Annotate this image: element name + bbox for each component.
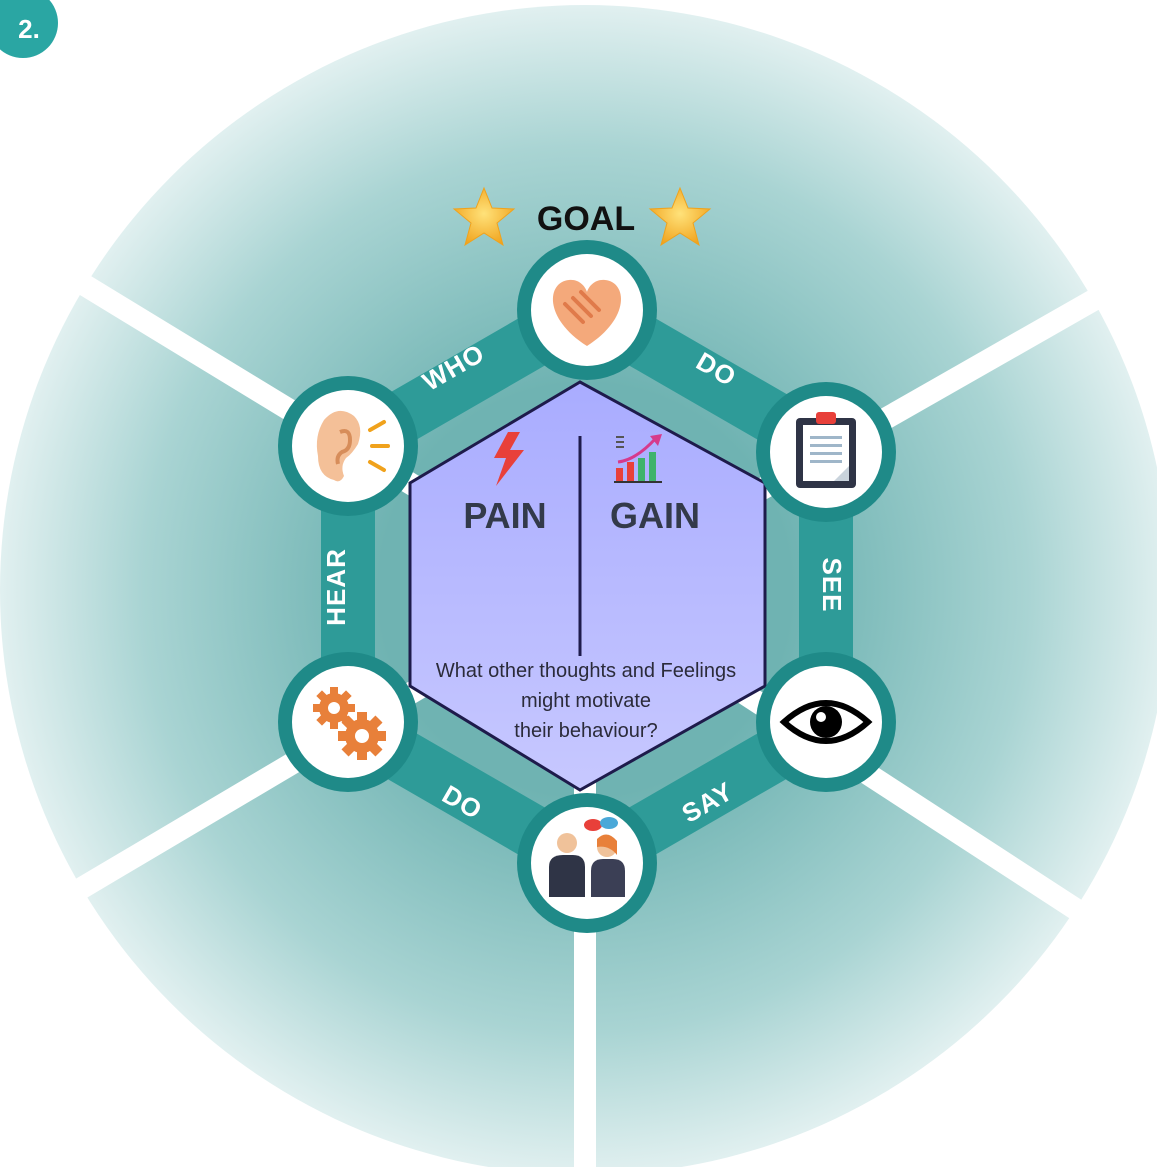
question-line-2: might motivate: [521, 690, 651, 712]
gears-icon: [313, 687, 386, 760]
node-eye: [756, 652, 896, 792]
center-hexagon: PAIN GAIN What other thoughts and Feelin…: [408, 380, 767, 792]
edge-label-see: SEE: [817, 557, 847, 612]
question-line-1: What other thoughts and Feelings: [436, 660, 736, 682]
lightning-icon: [494, 432, 524, 486]
conversation-icon: [549, 817, 625, 897]
goal-label: GOAL: [537, 200, 635, 238]
question-line-3: their behaviour?: [514, 720, 657, 742]
goal-title: GOAL: [452, 186, 712, 247]
eye-icon: [779, 700, 873, 744]
edge-label-hear: HEAR: [321, 548, 351, 626]
pain-label: PAIN: [463, 495, 546, 536]
growth-chart-icon: [614, 434, 662, 483]
node-goal: [517, 240, 657, 380]
handshake-heart-icon: [552, 279, 622, 346]
node-conversation: [517, 793, 657, 933]
ear-icon: [316, 410, 390, 482]
gain-label: GAIN: [610, 495, 700, 536]
star-icon: [648, 186, 712, 247]
node-gears: [278, 652, 418, 792]
node-ear: [278, 376, 418, 516]
star-icon: [452, 186, 516, 247]
clipboard-icon: [796, 412, 856, 488]
node-clipboard: [756, 382, 896, 522]
